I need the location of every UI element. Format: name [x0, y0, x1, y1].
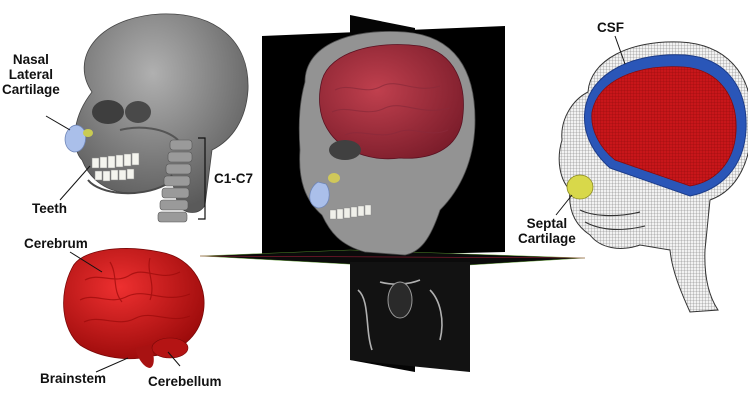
label-cartilage-line: Cartilage: [2, 82, 60, 97]
ct-slice-planes: [200, 15, 585, 372]
label-nasal-lateral-cartilage: Nasal Lateral Cartilage: [2, 52, 60, 97]
label-lateral-line: Lateral: [2, 67, 60, 82]
brain-model: [64, 249, 205, 372]
label-teeth: Teeth: [32, 201, 67, 216]
head-mesh: [556, 36, 748, 312]
label-csf: CSF: [597, 20, 624, 35]
label-septal-line: Septal: [518, 216, 576, 231]
label-septal-cartilage: Septal Cartilage: [518, 216, 576, 246]
label-septal-cartilage-line: Cartilage: [518, 231, 576, 246]
label-c1-c7: C1-C7: [214, 171, 253, 186]
label-cerebellum: Cerebellum: [148, 374, 222, 389]
skull-model: [46, 14, 248, 222]
label-nasal-line: Nasal: [2, 52, 60, 67]
label-brainstem: Brainstem: [40, 371, 106, 386]
label-cerebrum: Cerebrum: [24, 236, 88, 251]
